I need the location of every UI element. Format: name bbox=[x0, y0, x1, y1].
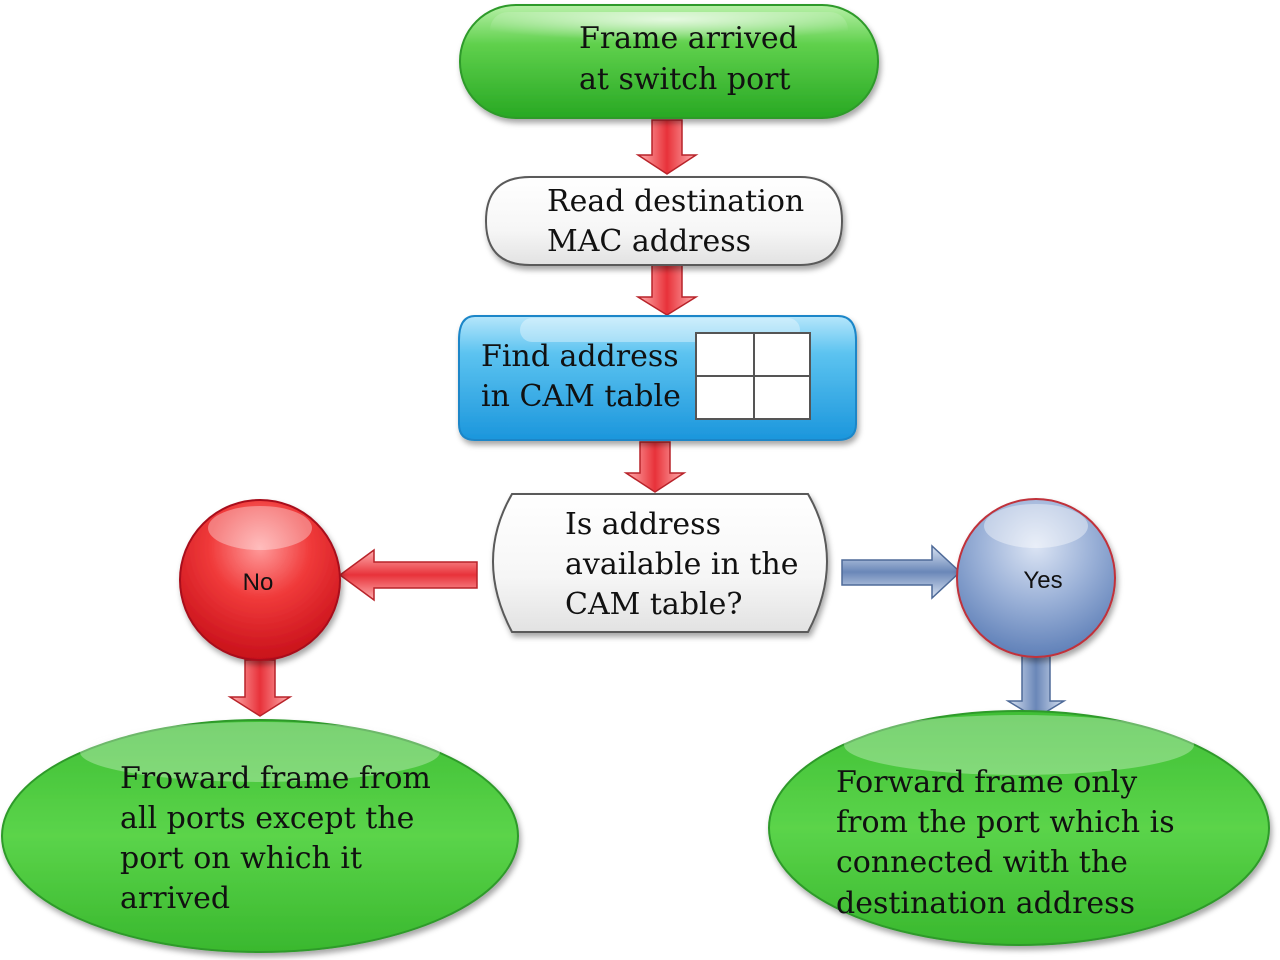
start-node bbox=[459, 4, 879, 119]
flood-line-4: arrived bbox=[120, 881, 230, 916]
no-label: No bbox=[243, 569, 274, 596]
decision-line-2: available in the bbox=[565, 547, 798, 582]
forward-line-1: Forward frame only bbox=[836, 765, 1137, 800]
find-node-text: Find address in CAM table bbox=[481, 339, 688, 414]
read-node-text: Read destination MAC address bbox=[547, 184, 814, 259]
start-line-1: Frame arrived bbox=[579, 21, 798, 56]
forward-line-3: connected with the bbox=[836, 845, 1128, 880]
decision-line-1: Is address bbox=[565, 507, 721, 542]
flood-line-3: port on which it bbox=[120, 841, 362, 876]
arrow-decision-to-no bbox=[338, 548, 478, 602]
find-line-1: Find address bbox=[481, 339, 679, 374]
forward-line-4: destination address bbox=[836, 886, 1135, 921]
arrow-read-to-find bbox=[635, 264, 699, 316]
cam-table-icon bbox=[695, 332, 811, 420]
arrow-decision-to-yes bbox=[841, 544, 962, 600]
flood-line-2: all ports except the bbox=[120, 801, 414, 836]
decision-line-3: CAM table? bbox=[565, 587, 742, 622]
read-line-1: Read destination bbox=[547, 184, 804, 219]
start-line-2: at switch port bbox=[579, 62, 791, 97]
forward-node-text: Forward frame only from the port which i… bbox=[836, 765, 1184, 921]
arrow-find-to-decision bbox=[623, 441, 687, 493]
find-line-2: in CAM table bbox=[481, 379, 681, 414]
decision-node-text: Is address available in the CAM table? bbox=[565, 507, 808, 622]
no-node bbox=[179, 499, 341, 661]
forward-node bbox=[768, 710, 1270, 946]
flood-node-text: Froward frame from all ports except the … bbox=[120, 761, 440, 916]
forward-line-2: from the port which is bbox=[836, 805, 1175, 840]
start-node-text: Frame arrived at switch port bbox=[579, 21, 807, 97]
read-node bbox=[484, 176, 844, 266]
flood-line-1: Froward frame from bbox=[120, 761, 431, 796]
decision-node bbox=[492, 493, 828, 633]
yes-label: Yes bbox=[1023, 567, 1062, 594]
flood-node bbox=[1, 719, 519, 953]
arrow-start-to-read bbox=[635, 119, 699, 175]
arrow-yes-to-forward bbox=[1005, 654, 1067, 719]
read-line-2: MAC address bbox=[547, 224, 751, 259]
yes-node bbox=[956, 498, 1116, 658]
arrow-no-to-flood bbox=[227, 659, 293, 717]
